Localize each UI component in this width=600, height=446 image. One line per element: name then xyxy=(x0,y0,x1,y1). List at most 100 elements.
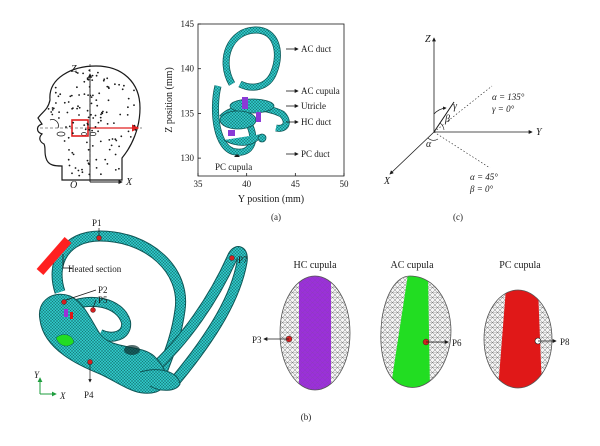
electrode-dot xyxy=(111,138,114,140)
electrode-dot xyxy=(51,107,54,109)
point-p2-marker xyxy=(61,299,67,305)
electrode-dot xyxy=(107,99,110,102)
electrode-dot xyxy=(90,113,92,116)
electrode-dot xyxy=(50,111,53,113)
electrode-dot xyxy=(134,129,137,131)
electrode-dot xyxy=(129,136,132,138)
electrode-dot xyxy=(70,94,73,97)
y-tick-label: 140 xyxy=(181,64,195,74)
heated-section-label: Heated section xyxy=(68,264,122,274)
cupula-ac: AC cupula P6 xyxy=(380,260,462,388)
electrode-dot xyxy=(133,124,136,127)
orientation-note-1b: γ = 0° xyxy=(492,104,515,114)
electrode-dot xyxy=(91,129,93,132)
electrode-dot xyxy=(78,106,81,109)
point-p5-marker xyxy=(90,307,96,313)
electrode-dot xyxy=(59,93,62,96)
y-tick-label: 145 xyxy=(181,19,195,29)
electrode-dot xyxy=(95,99,98,101)
point-p1-label: P1 xyxy=(92,218,102,228)
coord-direction-1 xyxy=(433,85,493,133)
orientation-note-2a: α = 45° xyxy=(470,172,498,182)
electrode-dot xyxy=(95,167,98,169)
electrode-dot xyxy=(76,86,78,89)
electrode-dot xyxy=(87,148,90,151)
plot-frame xyxy=(197,23,345,177)
electrode-dot xyxy=(127,106,129,109)
electrode-dot xyxy=(108,148,111,151)
head-origin-label: O xyxy=(70,180,77,191)
electrode-dot xyxy=(66,111,69,114)
electrode-dot xyxy=(83,124,86,126)
electrode-dot xyxy=(97,121,100,124)
electrode-dot xyxy=(127,130,130,133)
electrode-dot xyxy=(51,109,54,111)
electrode-dot xyxy=(119,113,122,116)
electrode-dot xyxy=(95,158,98,161)
x-tick-label: 40 xyxy=(242,179,252,189)
electrode-dot xyxy=(68,149,70,151)
electrode-dot xyxy=(68,164,71,167)
electrode-dot xyxy=(92,94,94,97)
electrode-dot xyxy=(120,135,123,138)
electrode-dot xyxy=(106,77,109,80)
electrode-dot xyxy=(86,141,88,144)
electrode-dot xyxy=(123,84,125,87)
electrode-dot xyxy=(88,69,91,72)
electrode-dot xyxy=(63,140,66,142)
electrode-dot xyxy=(72,153,75,156)
electrode-dot xyxy=(108,87,110,90)
electrode-dot xyxy=(115,139,118,142)
electrode-dot xyxy=(97,71,99,74)
electrode-dot xyxy=(65,126,67,128)
electrode-dot xyxy=(95,74,98,77)
coordinate-system: Z Y X γ β α α = 135° γ = 0° α = 45° β = … xyxy=(383,34,543,194)
coord-x-label: X xyxy=(383,176,391,187)
electrode-dot xyxy=(78,174,81,177)
electrode-dot xyxy=(55,102,57,104)
electrode-dot xyxy=(78,114,80,116)
electrode-dot xyxy=(103,78,106,81)
orientation-note-1a: α = 135° xyxy=(492,92,525,102)
electrode-dot xyxy=(104,158,107,161)
electrode-dot xyxy=(99,116,102,119)
electrode-dot xyxy=(86,78,89,81)
electrode-dot xyxy=(71,151,74,154)
x-tick-label: 50 xyxy=(340,179,350,189)
electrode-dot xyxy=(114,169,117,171)
electrode-dot xyxy=(114,138,117,141)
alpha-symbol: α xyxy=(426,139,432,150)
electrode-dot xyxy=(118,83,120,86)
electrode-dot xyxy=(83,80,86,83)
electrode-dot xyxy=(83,93,86,95)
electrode-dot xyxy=(77,105,79,108)
electrode-dot xyxy=(71,172,73,175)
electrode-dot xyxy=(67,101,70,103)
orientation-note-2b: β = 0° xyxy=(469,184,494,194)
y-tick-label: 130 xyxy=(181,153,195,163)
coord-direction-2 xyxy=(433,131,491,169)
electrode-dot xyxy=(105,111,108,114)
electrode-dot xyxy=(81,168,83,171)
electrode-dot xyxy=(76,72,79,74)
point-p6-label: P6 xyxy=(452,338,462,348)
label-pc-cupula: PC cupula xyxy=(215,162,252,172)
electrode-dot xyxy=(68,125,71,128)
electrode-dot xyxy=(101,111,103,114)
mesh-y-label: Y xyxy=(34,370,40,380)
head-x-label: X xyxy=(125,177,133,188)
electrode-dot xyxy=(113,122,115,124)
electrode-dot xyxy=(114,83,116,86)
cupula-pc-title: PC cupula xyxy=(499,260,541,271)
electrode-dot xyxy=(118,167,120,170)
electrode-dot xyxy=(94,114,97,117)
electrode-dot xyxy=(72,121,75,124)
electrode-dot xyxy=(100,113,102,116)
electrode-dot xyxy=(47,108,50,110)
electrode-dot xyxy=(84,128,87,131)
plot-ylabel: Z position (mm) xyxy=(164,67,175,133)
electrode-dot xyxy=(114,153,117,156)
electrode-dot xyxy=(106,163,109,165)
